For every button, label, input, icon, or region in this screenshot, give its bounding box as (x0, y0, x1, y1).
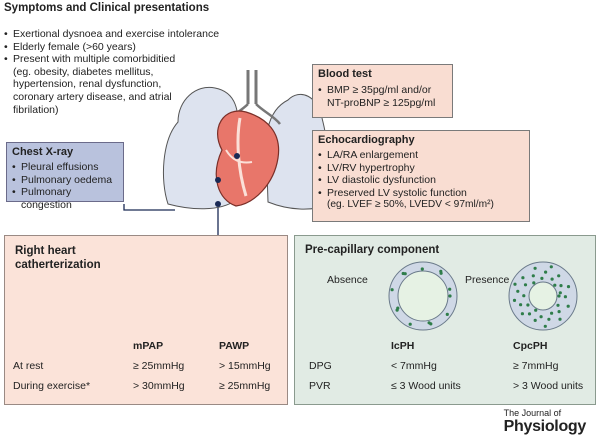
chest-xray-item: Pleural effusions (12, 161, 118, 174)
rhc-value: > 15mmHg (219, 360, 271, 372)
precap-value: ≥ 7mmHg (513, 360, 559, 372)
vessel-cell-dot (521, 276, 525, 280)
vessel-cell-dot (543, 324, 547, 328)
vessel-cell-dot (516, 289, 520, 293)
vessel-cell-dot (427, 321, 431, 325)
journal-logo: The Journal of Physiology (503, 408, 587, 435)
rhc-col-pawp: PAWP (219, 340, 250, 352)
vessel-cell-dot (533, 318, 537, 322)
vessel-cell-dot (448, 294, 452, 298)
rhc-title: Right heart catherterization (15, 245, 101, 271)
rhc-value: ≥ 25mmHg (133, 360, 185, 372)
vessel-cell-dot (420, 267, 424, 271)
echo-item: LV/RV hypertrophy (318, 162, 524, 175)
precap-value: < 7mmHg (391, 360, 437, 372)
vessel-cell-dot (439, 271, 443, 275)
precap-value: ≤ 3 Wood units (391, 380, 461, 392)
precap-absence-label: Absence (327, 274, 368, 286)
vessel-presence (508, 261, 578, 331)
vessel-cell-dot (534, 308, 538, 312)
vessel-cell-dot (519, 303, 523, 307)
symptoms-title: Symptoms and Clinical presentations (4, 2, 210, 14)
echo-item: LV diastolic dysfunction (318, 174, 524, 187)
vessel-cell-dot (563, 295, 567, 299)
rhc-box: Right heart catherterization mPAP PAWP A… (4, 235, 288, 405)
precap-title: Pre-capillary component (305, 244, 440, 256)
vessel-cell-dot (448, 287, 452, 291)
trachea (246, 70, 258, 104)
rhc-value: > 30mmHg (133, 380, 185, 392)
blood-test-item: BMP ≥ 35pg/ml and/or NT-proBNP ≥ 125pg/m… (318, 84, 447, 109)
vessel-cell-dot (556, 303, 560, 307)
blood-test-box: Blood test BMP ≥ 35pg/ml and/or NT-proBN… (312, 64, 453, 118)
precap-col-icph: IcPH (391, 340, 415, 352)
symptom-item: Exertional dysnoea and exercise intolera… (4, 28, 254, 41)
vessel-cell-dot (540, 276, 544, 280)
rhc-row-label: During exercise* (13, 380, 91, 392)
vessel-cell-dot (566, 285, 571, 289)
blood-test-title: Blood test (318, 68, 372, 80)
vessel-cell-dot (558, 291, 562, 295)
vessel-cell-dot (403, 272, 407, 276)
precap-row-label: PVR (309, 380, 331, 392)
chest-xray-box: Chest X-ray Pleural effusions Pulmonary … (6, 142, 124, 211)
vessel-cell-dot (526, 303, 530, 307)
vessel-cell-dot (512, 298, 517, 302)
vessel-cell-dot (539, 315, 543, 319)
echo-box: Echocardiography LA/RA enlargement LV/RV… (312, 130, 530, 222)
vessel-cell-dot (445, 312, 449, 316)
heart (215, 110, 280, 207)
chest-xray-title: Chest X-ray (12, 146, 74, 158)
rhc-value: ≥ 25mmHg (219, 380, 271, 392)
vessel-cell-dot (408, 322, 412, 326)
symptom-item: Present with multiple comorbiditied (eg.… (4, 53, 178, 116)
vessel-cell-dot (550, 311, 554, 315)
rhc-col-mpap: mPAP (133, 340, 164, 352)
vessel-cell-dot (522, 294, 526, 298)
vessel-cell-dot (533, 266, 537, 270)
journal-line1: The Journal of (503, 408, 562, 418)
symptom-item: Elderly female (>60 years) (4, 41, 254, 54)
vessel-cell-dot (558, 317, 562, 321)
precap-col-cpcph: CpcPH (513, 340, 548, 352)
vessel-cell-dot (549, 265, 553, 269)
vessel-cell-dot (527, 312, 532, 316)
vessel-cell-dot (396, 306, 400, 310)
vessel-cell-dot (550, 277, 554, 281)
precap-value: > 3 Wood units (513, 380, 584, 392)
vessel-cell-dot (557, 310, 561, 314)
rhc-row-label: At rest (13, 360, 44, 372)
vessel-absence (388, 261, 458, 331)
precap-row-label: DPG (309, 360, 332, 372)
precap-presence-label: Presence (465, 274, 510, 286)
chest-xray-item: Pulmonary oedema (12, 174, 118, 187)
echo-item: LA/RA enlargement (318, 149, 524, 162)
vessel-cell-dot (557, 294, 561, 298)
vessel-cell-dot (390, 288, 394, 292)
echo-example: (eg. LVEF ≥ 50%, LVEDV < 97ml/m²) (327, 199, 494, 211)
symptoms-list: Exertional dysnoea and exercise intolera… (4, 28, 254, 116)
vessel-cell-dot (532, 281, 536, 285)
vessel-cell-dot (553, 283, 557, 287)
vessel-cell-dot (531, 274, 535, 278)
vessel-cross-sections (388, 261, 578, 331)
vessel-cell-dot (544, 270, 548, 274)
vessel-cell-dot (523, 283, 528, 287)
echo-item: Preserved LV systolic function (318, 187, 524, 200)
vessel-cell-dot (559, 284, 563, 288)
vessel-cell-dot (513, 282, 517, 286)
vessel-cell-dot (547, 317, 551, 321)
vessel-cell-dot (557, 274, 561, 278)
chest-xray-item: Pulmonary congestion (12, 186, 118, 211)
vessel-cell-dot (566, 304, 570, 308)
precap-box: Pre-capillary component Absence Presence… (294, 235, 596, 405)
journal-line2: Physiology (503, 418, 587, 435)
vessel-cell-dot (520, 312, 524, 316)
echo-title: Echocardiography (318, 134, 415, 146)
